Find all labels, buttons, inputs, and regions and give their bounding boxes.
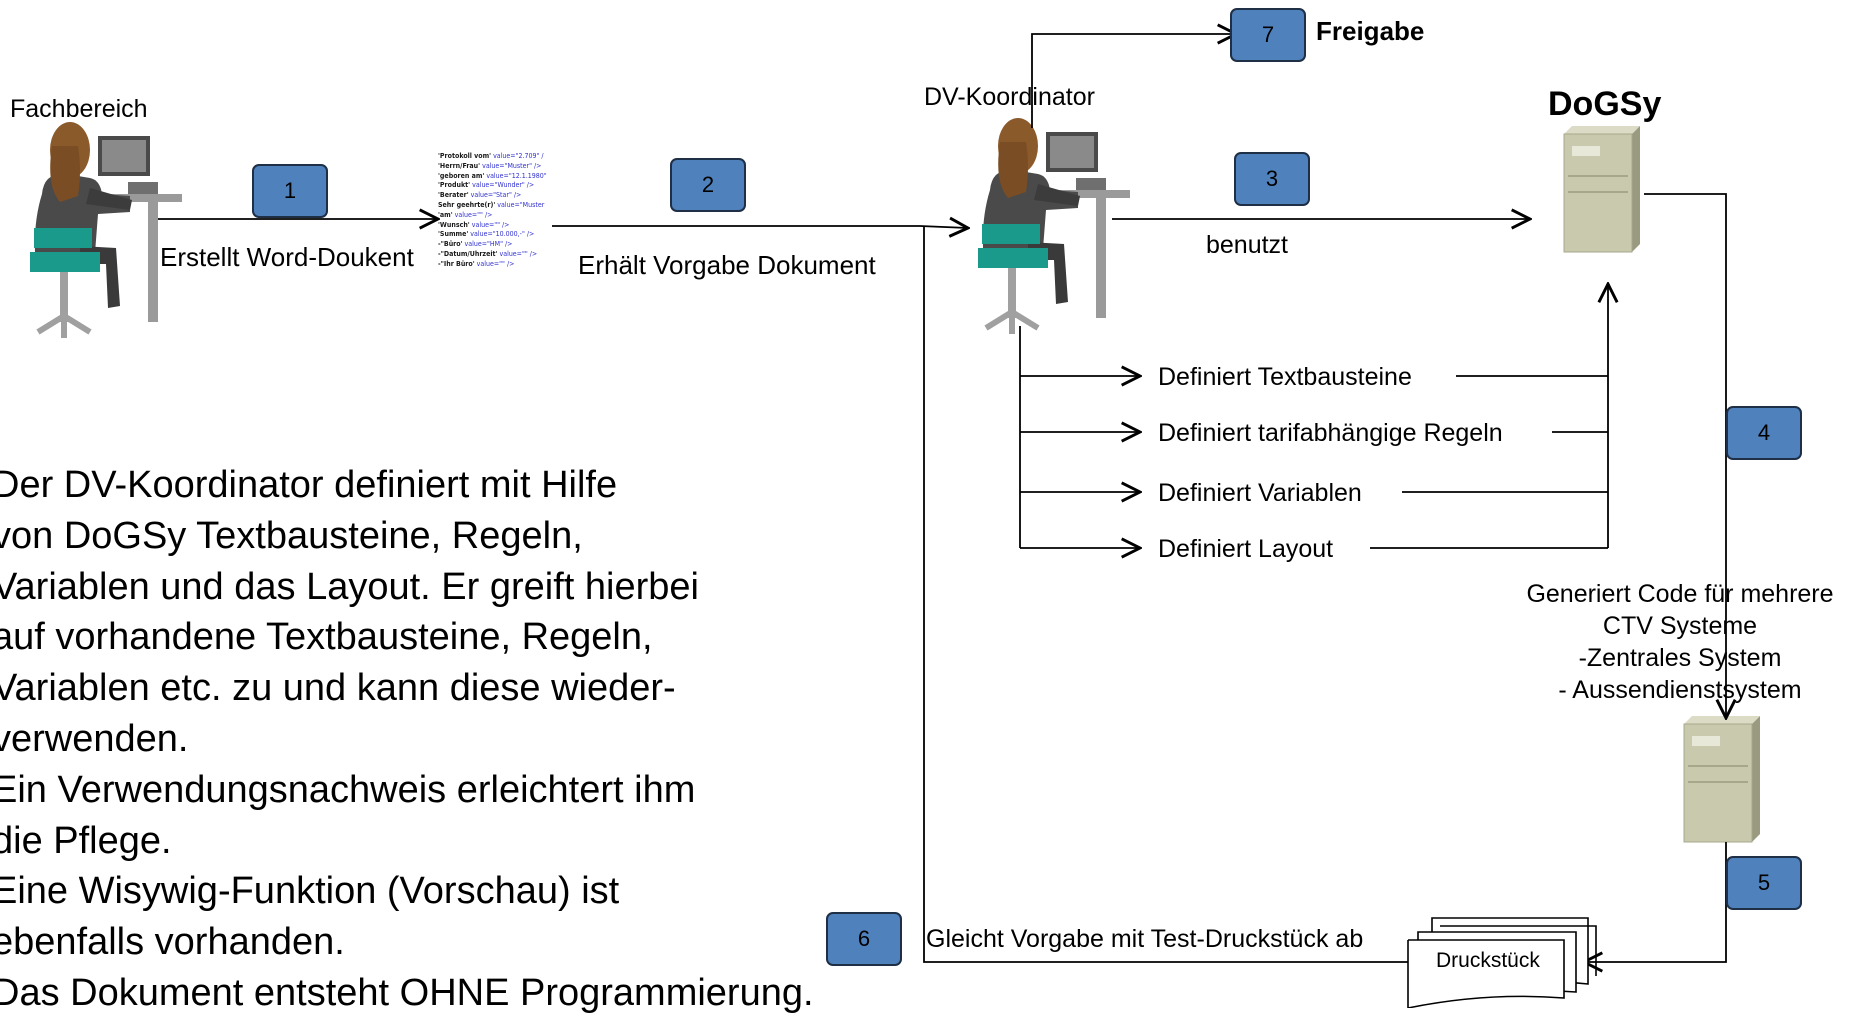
description-line: Ein Verwendungsnachweis erleichtert ihm — [0, 768, 696, 811]
step-2-badge: 2 — [670, 158, 746, 212]
arrow-step-5 — [1584, 842, 1727, 962]
step-1-badge: 1 — [252, 164, 328, 218]
xml-line: 'Summe' value="10.000,-" /> — [438, 230, 535, 239]
step-5-badge: 5 — [1726, 856, 1802, 910]
target-system-server-icon — [1683, 715, 1761, 843]
step-4-badge: 4 — [1726, 406, 1802, 460]
description-line: ebenfalls vorhanden. — [0, 921, 345, 964]
description-line: die Pflege. — [0, 819, 172, 862]
xml-line: 'Berater' value="Star" /> — [438, 191, 522, 200]
xml-line: -"Büro' value="HM" /> — [438, 240, 513, 249]
dv-koordinator-label: DV-Koordinator — [924, 83, 1095, 111]
xml-line: -"Ihr Büro' value="" /> — [438, 259, 515, 268]
step-2-label: Erhält Vorgabe Dokument — [578, 250, 876, 280]
step-7-label: Freigabe — [1316, 16, 1425, 46]
xml-line: Sehr geehrte(r)' value="Muster — [438, 200, 545, 209]
xml-line: 'Protokoll vom' value="2.709" / — [438, 152, 544, 160]
generated-code-line: Generiert Code für mehrere — [1526, 580, 1834, 608]
description-line: Das Dokument entsteht OHNE Programmierun… — [0, 971, 814, 1014]
step-3-label: benutzt — [1206, 231, 1289, 259]
xml-line: 'Wunsch' value="" /> — [438, 220, 510, 229]
arrow-step-4 — [1644, 193, 1726, 718]
step-1-label: Erstellt Word-Doukent — [160, 242, 414, 272]
definition-layout: Definiert Layout — [1158, 535, 1334, 563]
dogsy-server-icon — [1563, 125, 1641, 253]
dogsy-title: DoGSy — [1548, 85, 1662, 123]
xml-line: 'Herrn/Frau' value="Muster" /> — [438, 161, 542, 170]
description-line: von DoGSy Textbausteine, Regeln, — [0, 514, 583, 557]
description-line: Variablen und das Layout. Er greift hier… — [0, 565, 699, 608]
step-3-badge: 3 — [1234, 152, 1310, 206]
arrow-step-6 — [923, 226, 1420, 963]
fachbereich-label: Fachbereich — [10, 95, 148, 123]
generated-code-line: CTV Systeme — [1602, 612, 1758, 640]
step-6-label: Gleicht Vorgabe mit Test-Druckstück ab — [926, 925, 1364, 953]
step-6-badge: 6 — [826, 912, 902, 966]
druckstueck-label: Druckstück — [1436, 949, 1540, 972]
definition-variablen: Definiert Variablen — [1158, 479, 1362, 507]
description-line: auf vorhandene Textbausteine, Regeln, — [0, 616, 653, 659]
definition-textbausteine: Definiert Textbausteine — [1158, 363, 1412, 391]
xml-line: 'Produkt' value="Wunder" /> — [438, 181, 535, 190]
xml-line: -"Datum/Uhrzeit' value="" /> — [438, 249, 538, 258]
xml-line: 'am' value="" /> — [438, 210, 493, 219]
dv-koordinator-person-icon — [978, 118, 1130, 334]
fachbereich-person-icon — [30, 122, 182, 338]
word-document-xml-snippet: 'Protokoll vom' value="2.709" / 'Herrn/F… — [438, 152, 556, 270]
description-line: Variablen etc. zu und kann diese wieder- — [0, 667, 676, 710]
arrow-step-2 — [552, 226, 968, 228]
description-line: verwenden. — [0, 717, 189, 760]
description-line: Eine Wisywig-Funktion (Vorschau) ist — [0, 870, 620, 913]
description-text: Der DV-Koordinator definiert mit Hilfe v… — [0, 460, 912, 1019]
definition-regeln: Definiert tarifabhängige Regeln — [1158, 419, 1503, 447]
xml-line: 'geboren am' value="12.1.1980" — [438, 171, 547, 180]
description-line: Der DV-Koordinator definiert mit Hilfe — [0, 464, 618, 506]
arrow-step-7 — [1031, 34, 1236, 128]
step-7-badge: 7 — [1230, 8, 1306, 62]
generated-code-line: -Zentrales System — [1578, 644, 1782, 672]
generated-code-text: Generiert Code für mehrere CTV Systeme -… — [1510, 578, 1850, 706]
generated-code-line: - Aussendienstsystem — [1558, 676, 1802, 704]
druckstueck-document-icon — [1407, 917, 1597, 1008]
